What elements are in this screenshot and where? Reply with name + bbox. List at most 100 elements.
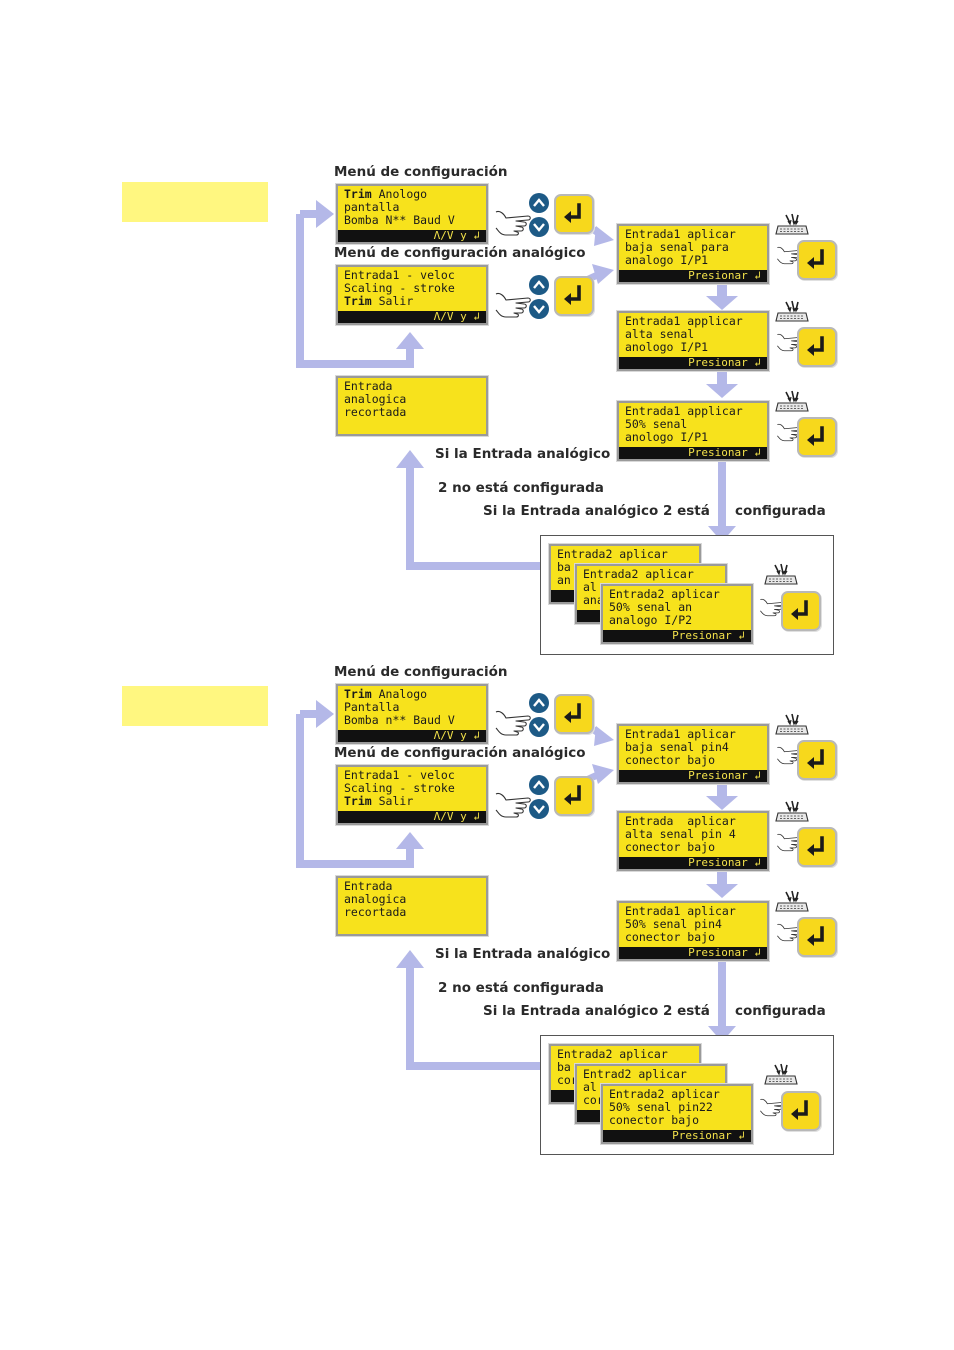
lcd-text: analogica (344, 892, 407, 906)
main-menu-lcd: Trim Analogo Pantalla Bomba n** Baud V Λ… (336, 684, 488, 744)
lcd-bar: Λ/V y ↲ (338, 730, 486, 742)
lcd-text: Trim (344, 687, 372, 701)
lcd-text: anologo I/P1 (625, 430, 709, 444)
lcd-text: Bomba n** Baud V (344, 713, 455, 727)
enter-button[interactable] (797, 917, 837, 957)
lcd-text: alta senal pin 4 (625, 827, 736, 841)
enter-button[interactable] (781, 591, 821, 631)
lcd-text: conector bajo (625, 840, 716, 854)
lcd-text: Trim (344, 187, 372, 201)
calibration-step-2-lcd: Entrada1 applicar alta senal anologo I/P… (617, 311, 769, 371)
lcd-text: 50% senal pin22 (609, 1100, 713, 1114)
flow-arrows (296, 700, 738, 1070)
calibration-step-2-lcd: Entrada aplicar alta senal pin 4 conecto… (617, 811, 769, 871)
calibration-step-1-lcd: Entrada1 aplicar baja senal pin4 conecto… (617, 724, 769, 784)
lcd-text: Scaling - stroke (344, 281, 455, 295)
lcd-text: Entrad2 aplicar (583, 1067, 687, 1081)
lcd-bar: Presionar ↲ (619, 357, 767, 369)
enter-button[interactable] (797, 240, 837, 280)
enter-icon (556, 196, 592, 232)
lcd-bar: Λ/V y ↲ (338, 311, 486, 323)
lcd-text: Entrada2 aplicar (609, 1087, 720, 1101)
highlight-box (122, 686, 268, 726)
calibration-step-3-lcd: Entrada1 aplicar 50% senal pin4 conector… (617, 901, 769, 961)
calibration-step-3-lcd: Entrada1 applicar 50% senal anologo I/P1… (617, 401, 769, 461)
lcd-text: Entrada1 aplicar (625, 904, 736, 918)
lcd-text: pantalla (344, 200, 400, 214)
lcd-text: Entrada aplicar (625, 814, 736, 828)
lcd-text: anologo I/P1 (625, 340, 709, 354)
enter-icon (556, 778, 592, 814)
up-down-keys-icon[interactable] (528, 774, 550, 820)
lcd-text: Entrada2 aplicar (583, 567, 694, 581)
label-not-configured-1: Si la Entrada analógico (433, 946, 613, 962)
enter-button[interactable] (554, 194, 594, 234)
keypad-icon (774, 299, 810, 325)
enter-button[interactable] (797, 417, 837, 457)
lcd-text: al (583, 1080, 597, 1094)
lcd-bar: Λ/V y ↲ (338, 230, 486, 242)
enter-icon (783, 593, 819, 629)
lcd-bar: Presionar ↲ (603, 630, 751, 642)
calibration-step-1-lcd: Entrada1 aplicar baja senal para analogo… (617, 224, 769, 284)
enter-icon (799, 829, 835, 865)
enter-icon (556, 696, 592, 732)
input2-frame: Entrada2 aplicar ba cor Entrad2 aplicar … (540, 1035, 834, 1155)
up-down-keys-icon[interactable] (528, 692, 550, 738)
keypad-icon (774, 389, 810, 415)
analog-menu-heading: Menú de configuración analógico (334, 245, 586, 261)
enter-icon (799, 329, 835, 365)
enter-icon (556, 278, 592, 314)
label-configured-1: Si la Entrada analógico 2 está (483, 1003, 716, 1019)
enter-button[interactable] (554, 694, 594, 734)
menu-heading: Menú de configuración (334, 164, 508, 180)
lcd-text: baja senal pin4 (625, 740, 729, 754)
lcd-bar: Presionar ↲ (619, 270, 767, 282)
keypad-icon (763, 1062, 799, 1088)
label-configured-2: configurada (733, 1003, 826, 1019)
lcd-text: Analogo (371, 687, 428, 701)
keypad-icon (774, 799, 810, 825)
lcd-text: Entrada1 - veloc (344, 768, 455, 782)
lcd-text: Entrada1 aplicar (625, 227, 736, 241)
lcd-text: Entrada (344, 879, 393, 893)
enter-button[interactable] (554, 776, 594, 816)
lcd-text: 50% senal pin4 (625, 917, 722, 931)
enter-button[interactable] (797, 740, 837, 780)
lcd-text: ba (557, 560, 571, 574)
enter-button[interactable] (797, 827, 837, 867)
lcd-bar: Presionar ↲ (619, 857, 767, 869)
label-not-configured-1: Si la Entrada analógico (433, 446, 613, 462)
analog-menu-lcd: Entrada1 - veloc Scaling - stroke Trim S… (336, 765, 488, 825)
lcd-text: Entrada (344, 379, 393, 393)
lcd-bar: Presionar ↲ (603, 1130, 751, 1142)
flow-section-2: Menú de configuración Trim Analogo Panta… (0, 664, 954, 1174)
enter-button[interactable] (554, 276, 594, 316)
clipped-input-lcd: Entrada analogica recortada (336, 876, 488, 936)
label-configured-2: configurada (733, 503, 826, 519)
enter-icon (799, 419, 835, 455)
lcd-text: cor (557, 1073, 578, 1087)
lcd-bar: Λ/V y ↲ (338, 811, 486, 823)
lcd-text: Entrada2 aplicar (557, 547, 668, 561)
up-down-keys-icon[interactable] (528, 192, 550, 238)
lcd-text: Entrada1 applicar (625, 314, 743, 328)
keypad-icon (763, 562, 799, 588)
lcd-text: 50% senal (625, 417, 688, 431)
keypad-icon (774, 712, 810, 738)
enter-icon (799, 242, 835, 278)
up-down-keys-icon[interactable] (528, 274, 550, 320)
input2-stack-lcd-3: Entrada2 aplicar 50% senal an analogo I/… (601, 584, 753, 644)
lcd-text: analogo I/P1 (625, 253, 709, 267)
lcd-bar: Presionar ↲ (619, 770, 767, 782)
keypad-icon (774, 212, 810, 238)
enter-button[interactable] (797, 327, 837, 367)
clipped-input-lcd: Entrada analogica recortada (336, 376, 488, 436)
analog-menu-lcd: Entrada1 - veloc Scaling - stroke Trim S… (336, 265, 488, 325)
input2-frame: Entrada2 aplicar ba an Entrada2 aplicar … (540, 535, 834, 655)
lcd-text: alta senal (625, 327, 695, 341)
lcd-text: analogica (344, 392, 407, 406)
lcd-text: Salir (371, 794, 414, 808)
enter-button[interactable] (781, 1091, 821, 1131)
highlight-box (122, 182, 268, 222)
